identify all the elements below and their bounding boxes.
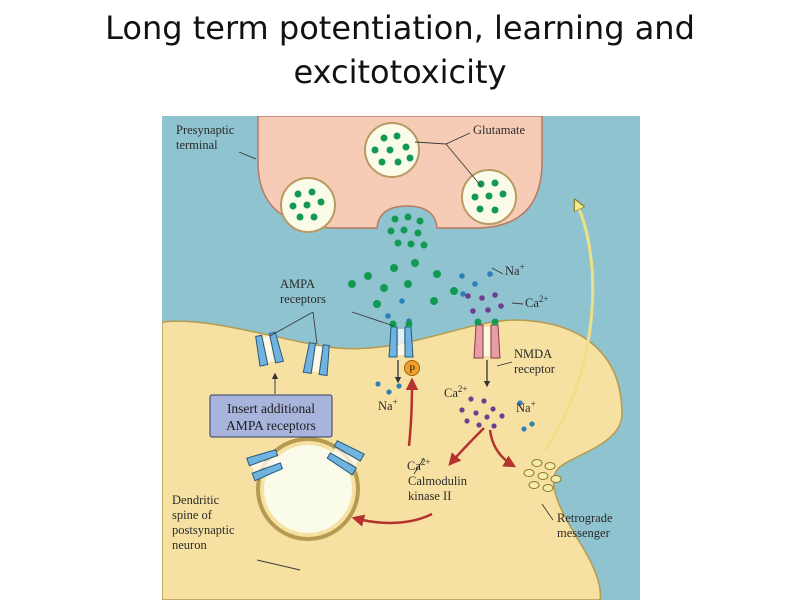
label-na-cleft: Na+ [505, 262, 525, 278]
label-nmda-line-1: NMDA [514, 347, 552, 361]
label-na-right: Na+ [516, 399, 536, 415]
label-dendritic-line-3: postsynaptic [172, 523, 235, 537]
synapse-figure: P [162, 116, 640, 600]
insert-box-label-line-2: AMPA receptors [226, 418, 316, 433]
glutamate-vesicle-3 [461, 169, 517, 225]
calcium-ions-cleft [465, 292, 504, 314]
label-ca-right: Ca2+ [444, 384, 467, 400]
ampa-endosome [246, 437, 365, 541]
label-ampa-receptors-line-1: AMPA [280, 277, 315, 291]
calcium-to-camkii-arrow [448, 427, 485, 466]
camkii-to-insertion-arrow [351, 512, 433, 527]
label-ca-cleft: Ca2+ [525, 294, 548, 310]
label-retrograde-line-1: Retrograde [557, 511, 613, 525]
synapse-diagram: P [162, 116, 640, 600]
exocytosing-vesicle [387, 213, 428, 249]
camkii-to-ampa-arrow [405, 377, 419, 447]
label-kinase-line-1: Calmodulin [408, 474, 468, 488]
label-dendritic-line-2: spine of [172, 508, 213, 522]
label-retrograde-line-2: messenger [557, 526, 611, 540]
label-presynaptic-line-2: terminal [176, 138, 218, 152]
label-dendritic-line-4: neuron [172, 538, 207, 552]
glutamate-vesicle-2 [280, 177, 336, 233]
leader-lines [238, 132, 554, 571]
retrograde-messenger-arrow [543, 202, 595, 451]
phosphate-label: P [409, 364, 415, 376]
slide-title: Long term potentiation, learning and exc… [0, 6, 800, 94]
sodium-ions-intracellular [375, 381, 535, 432]
label-na-left: Na+ [378, 397, 398, 413]
retrograde-messenger-vesicles [523, 459, 562, 492]
label-nmda-line-2: receptor [514, 362, 556, 376]
glutamate-vesicle-1 [364, 122, 420, 178]
phosphate-badge: P [404, 360, 420, 376]
slide-title-line-2: excitotoxicity [293, 53, 507, 91]
label-dendritic-line-1: Dendritic [172, 493, 220, 507]
nmda-receptor [473, 318, 501, 359]
insert-box-label-line-1: Insert additional [227, 401, 315, 416]
insert-ampa-box: Insert additional AMPA receptors [209, 394, 333, 438]
slide-title-line-1: Long term potentiation, learning and [105, 9, 695, 47]
label-presynaptic-line-1: Presynaptic [176, 123, 235, 137]
label-kinase-line-2: kinase II [408, 489, 451, 503]
calcium-to-messenger-arrow [488, 429, 517, 468]
released-glutamate [348, 259, 458, 308]
label-ca-kinase: Ca2+ [407, 457, 430, 473]
label-glutamate: Glutamate [473, 123, 526, 137]
ampa-receptor-synaptic [388, 320, 414, 358]
label-ampa-receptors-line-2: receptors [280, 292, 326, 306]
calcium-ions-intracellular [459, 396, 505, 429]
